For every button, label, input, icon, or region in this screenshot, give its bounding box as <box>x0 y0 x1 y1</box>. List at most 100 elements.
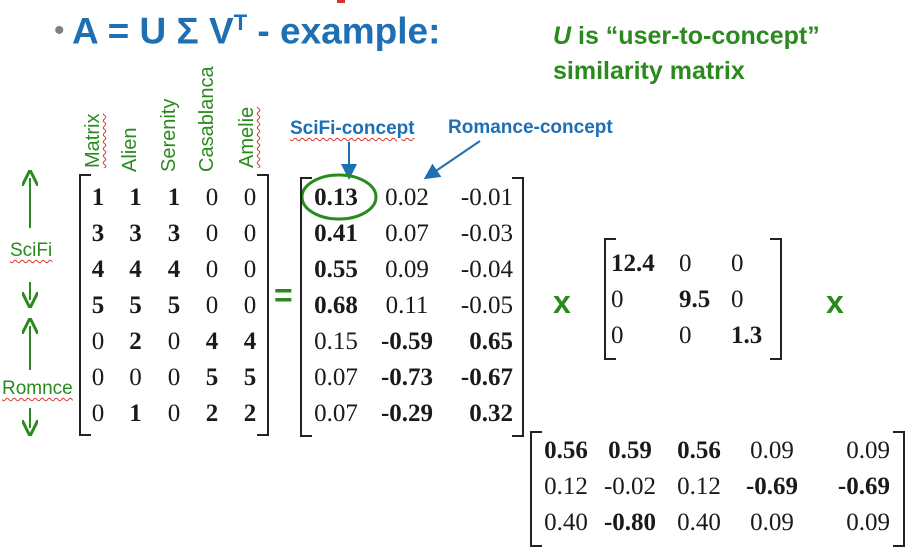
matrix-a-left-bracket <box>79 174 91 436</box>
matrix-cell: 5 <box>91 292 105 319</box>
romance-concept-label: Romance-concept <box>448 117 613 138</box>
matrix-cell: 5 <box>129 292 142 319</box>
matrix-cell: 4 <box>243 328 257 355</box>
matrix-cell: -0.05 <box>460 292 513 319</box>
matrix-cell: 0 <box>243 184 257 211</box>
matrix-cell: -0.59 <box>380 328 434 355</box>
matrix-row: 0.40 -0.80 0.40 0.09 0.09 <box>536 505 890 541</box>
matrix-cell: 1 <box>129 184 142 211</box>
matrix-cell: 0.09 <box>846 437 890 464</box>
matrix-cell: -0.69 <box>837 473 890 500</box>
matrix-row: 0.07-0.73-0.67 <box>303 360 513 396</box>
matrix-cell: 0.09 <box>385 256 429 283</box>
matrix-cell: 3 <box>129 220 142 247</box>
matrix-cell: 0 <box>731 250 744 277</box>
matrix-cell: 0 <box>679 322 692 349</box>
matrix-cell: 0.40 <box>544 509 588 536</box>
matrix-cell: 0.12 <box>677 473 721 500</box>
matrix-cell: 0 <box>167 400 181 427</box>
times-sign-1: x <box>553 284 571 320</box>
matrix-cell: 0 <box>91 400 105 427</box>
matrix-cell: 2 <box>243 400 257 427</box>
matrix-cell: 0 <box>205 220 219 247</box>
matrix-cell: 0.40 <box>677 509 721 536</box>
matrix-cell: 0 <box>243 292 257 319</box>
matrix-cell: 4 <box>167 256 181 283</box>
matrix-cell: 2 <box>205 400 219 427</box>
matrix-cell: -0.73 <box>380 364 434 391</box>
matrix-cell: 0.07 <box>314 364 358 391</box>
equals-sign: = <box>274 277 293 313</box>
matrix-cell: 5 <box>167 292 181 319</box>
matrix-cell: 9.5 <box>679 286 711 313</box>
matrix-cell: 0.09 <box>846 509 890 536</box>
matrix-cell: -0.80 <box>603 509 657 536</box>
cropped-red-mark <box>337 0 345 3</box>
matrix-cell: 5 <box>243 364 257 391</box>
matrix-cell: 0.07 <box>314 400 358 427</box>
matrix-cell: 2 <box>129 328 142 355</box>
matrix-cell: 1 <box>91 184 105 211</box>
matrix-cell: 0 <box>205 292 219 319</box>
matrix-cell: 0.56 <box>544 437 588 464</box>
matrix-cell: 0 <box>243 220 257 247</box>
matrix-cell: 0.15 <box>314 328 358 355</box>
matrix-a-right-bracket <box>257 174 269 436</box>
matrix-cell: 0.09 <box>750 509 794 536</box>
matrix-cell: 0.55 <box>314 256 358 283</box>
matrix-cell: 1 <box>167 184 181 211</box>
matrix-cell: 0.59 <box>608 437 652 464</box>
matrix-cell: 0.32 <box>469 400 513 427</box>
matrix-cell: 3 <box>167 220 181 247</box>
matrix-cell: 0 <box>731 286 744 313</box>
matrix-cell: 1.3 <box>731 322 763 349</box>
matrix-cell: 0 <box>167 364 181 391</box>
matrix-cell: -0.01 <box>460 184 513 211</box>
matrix-cell: -0.29 <box>380 400 434 427</box>
u-explanation-note: U is “user-to-concept” similarity matrix <box>553 22 820 85</box>
matrix-u-left-bracket <box>300 177 312 437</box>
matrix-cell: 4 <box>129 256 142 283</box>
slide-title: A = U Σ VT - example: <box>72 10 441 52</box>
matrix-row: 0.07 -0.29 0.32 <box>303 396 513 432</box>
matrix-row: 0.56 0.59 0.56 0.09 0.09 <box>536 433 890 469</box>
matrix-cell: 0.65 <box>469 328 513 355</box>
matrix-cell: 0.02 <box>385 184 429 211</box>
scifi-concept-label: SciFi-concept <box>290 118 415 139</box>
matrix-cell: 0.07 <box>385 220 429 247</box>
matrix-u-right-bracket <box>512 177 524 437</box>
matrix-cell: 0.68 <box>314 292 358 319</box>
matrix-cell: 4 <box>205 328 219 355</box>
matrix-cell: 0.09 <box>750 437 794 464</box>
matrix-cell: 0.12 <box>544 473 588 500</box>
matrix-cell: 0 <box>205 256 219 283</box>
matrix-cell: -0.03 <box>460 220 513 247</box>
romance-concept-arrow <box>423 140 481 180</box>
matrix-cell: 0.13 <box>314 184 358 211</box>
matrix-cell: 0 <box>205 184 219 211</box>
matrix-cell: 0 <box>91 328 105 355</box>
matrix-cell: -0.69 <box>745 473 799 500</box>
matrix-row: 0.13 0.02 -0.01 <box>303 180 513 216</box>
scifi-group-label: SciFi <box>10 240 53 261</box>
matrix-cell: 3 <box>91 220 105 247</box>
matrix-cell: 0.56 <box>677 437 721 464</box>
matrix-cell: 1 <box>129 400 142 427</box>
matrix-cell: 4 <box>91 256 105 283</box>
